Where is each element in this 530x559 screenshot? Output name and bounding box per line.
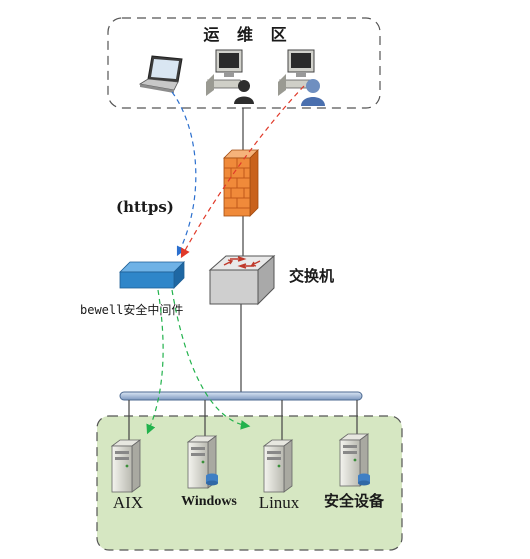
- laptop-icon: [138, 55, 183, 93]
- flow-arrow-laptop-to-middleware: [171, 91, 197, 257]
- workstation-user-icon: [206, 49, 254, 104]
- server-icon: [339, 433, 370, 487]
- flow-arrow-middleware-to-aix: [146, 289, 164, 435]
- server-label-security-device: 安全设备: [324, 492, 385, 510]
- middleware-appliance-icon: [119, 261, 185, 289]
- server-label-linux: Linux: [259, 493, 300, 512]
- flow-arrow-middleware-to-linux: [171, 289, 251, 430]
- switch-label: 交换机: [289, 267, 334, 285]
- firewall-icon: [223, 149, 259, 217]
- middleware-label: bewell安全中间件: [80, 302, 183, 317]
- flow-arrow-admin-to-middleware: [180, 85, 305, 259]
- server-icon: [187, 435, 218, 489]
- server-label-aix: AIX: [113, 493, 143, 512]
- server-icon: [263, 439, 293, 493]
- switch-icon: [208, 254, 276, 306]
- https-protocol-label: (https): [116, 198, 174, 216]
- ops-zone-boundary: [107, 17, 381, 109]
- workstation-admin-icon: [278, 49, 325, 106]
- server-icon: [111, 439, 141, 493]
- server-zone-boundary: [96, 415, 403, 551]
- network-bus: [119, 391, 363, 401]
- ops-zone-title: 运 维 区: [203, 25, 292, 44]
- server-label-windows: Windows: [181, 494, 237, 509]
